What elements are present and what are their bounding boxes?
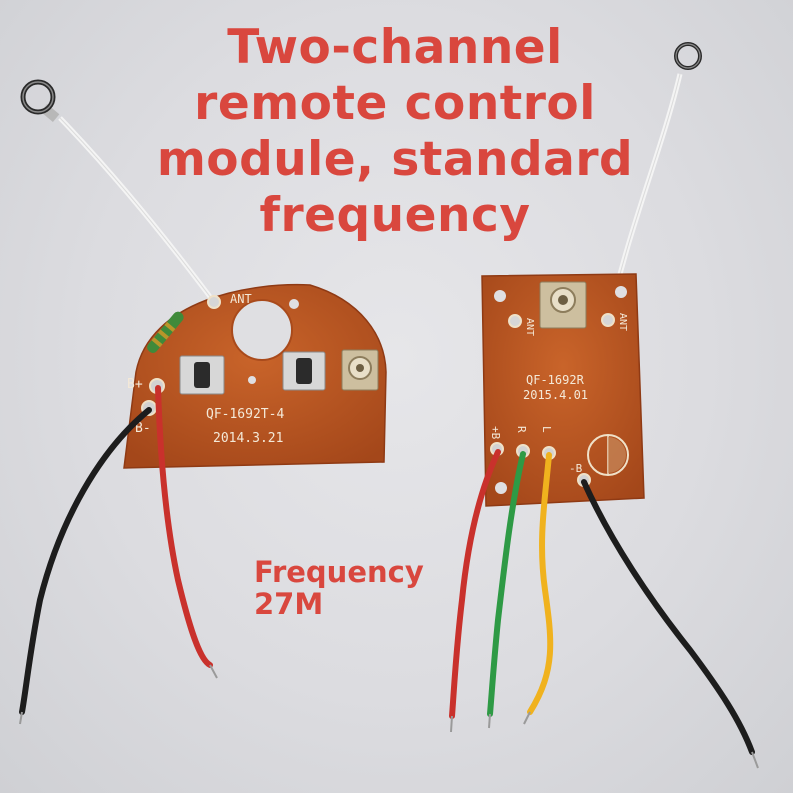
headline-line-2: remote control [194,76,596,131]
headline-line-4: frequency [259,188,531,243]
headline-line-3: module, standard [156,132,634,187]
transmitter-date-label: 2014.3.21 [213,431,283,446]
receiver-ant-right-label: ANT [617,313,628,331]
frequency-label: Frequency [254,555,424,589]
receiver-ant-left-label: ANT [524,318,535,336]
receiver-date-label: 2015.4.01 [523,388,588,402]
receiver-pad-r-label: R [515,426,528,433]
transmitter-model-label: QF-1692T-4 [206,407,284,422]
switch-2-icon [282,351,326,391]
receiver-pad-l-label: L [540,426,553,433]
transmitter-neg-label: B- [135,421,151,436]
transmitter-board: ANT B+ B- QF-1692T-4 2014.3.21 [123,283,387,469]
transmitter-pos-label: B+ [127,377,143,392]
receiver-antenna-ring-icon [674,42,702,70]
ground-symbol-icon [587,434,629,476]
transmitter-ant-label: ANT [230,292,252,306]
receiver-wires [449,449,759,769]
headline-line-1: Two-channel [227,20,563,75]
transmitter-wires [19,385,218,725]
headline-caption: Two-channel remote control module, stand… [130,20,660,244]
receiver-neg-label: -B [569,462,583,475]
receiver-pad-pos-label: +B [489,426,502,440]
switch-1-icon [179,355,225,395]
crystal-socket-icon [341,349,379,391]
frequency-caption: Frequency 27M [254,556,424,620]
frequency-value: 27M [254,587,324,621]
receiver-crystal-socket-icon [539,281,587,329]
receiver-model-label: QF-1692R [526,373,585,387]
receiver-board: QF-1692R 2015.4.01 ANT ANT +B R L -B [481,273,645,507]
transmitter-antenna-ring-icon [20,79,56,115]
